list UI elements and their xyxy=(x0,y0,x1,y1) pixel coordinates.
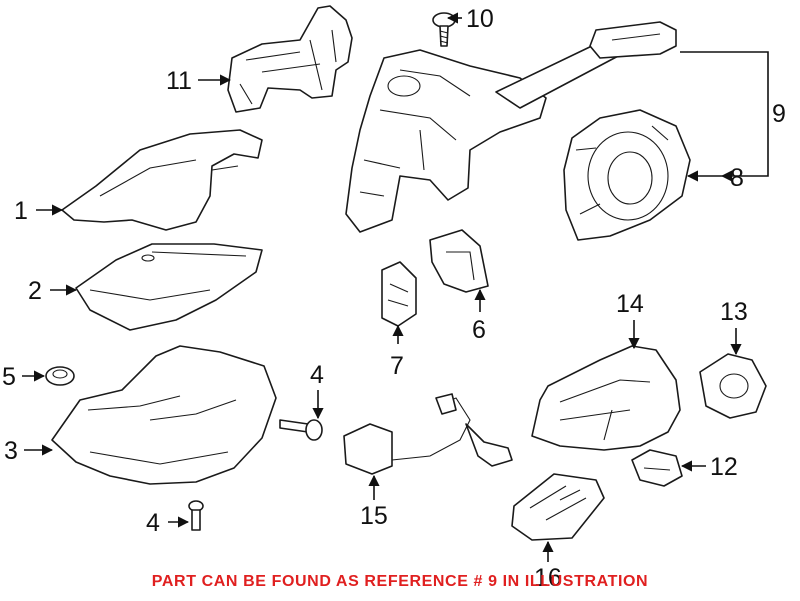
callout-14: 14 xyxy=(616,290,644,318)
part-13-lock-cylinder[interactable] xyxy=(699,353,767,419)
callout-11: 11 xyxy=(166,67,192,95)
callout-6: 6 xyxy=(472,316,486,344)
reference-note: PART CAN BE FOUND AS REFERENCE # 9 IN IL… xyxy=(151,573,649,590)
part-2-column-cover-panel[interactable] xyxy=(75,243,263,331)
part-8-clock-spring[interactable] xyxy=(563,109,691,241)
callout-13: 13 xyxy=(720,298,748,326)
callout-4-lower: 4 xyxy=(146,509,160,537)
callout-2: 2 xyxy=(28,277,42,305)
part-3-lower-column-cover[interactable] xyxy=(51,345,277,485)
callout-15: 15 xyxy=(360,502,388,530)
callout-8: 8 xyxy=(730,164,744,192)
part-6-switch-housing[interactable] xyxy=(429,229,489,293)
part-1-upper-column-cover[interactable] xyxy=(61,129,263,231)
part-14-ignition-lock-housing[interactable] xyxy=(531,345,681,451)
callout-3: 3 xyxy=(4,437,18,465)
part-16-control-module[interactable] xyxy=(511,473,605,541)
part-12-small-switch[interactable] xyxy=(631,449,683,487)
part-9-steering-column-switch[interactable] xyxy=(345,21,677,233)
callout-9: 9 xyxy=(772,100,786,128)
part-5-grommet[interactable] xyxy=(45,366,75,386)
callout-5: 5 xyxy=(2,363,16,391)
callout-10: 10 xyxy=(466,5,494,33)
callout-4-upper: 4 xyxy=(310,361,324,389)
part-4-screw-upper[interactable] xyxy=(279,419,323,441)
callout-1: 1 xyxy=(14,197,28,225)
callout-16: 16 xyxy=(534,564,562,592)
part-7-switch-plate[interactable] xyxy=(381,261,417,327)
part-4-screw-lower[interactable] xyxy=(188,500,204,531)
part-15-sensor-harness[interactable] xyxy=(343,393,513,475)
callout-7: 7 xyxy=(390,352,404,380)
part-11-bracket[interactable] xyxy=(227,5,353,113)
callout-leaders xyxy=(22,12,769,562)
callout-12: 12 xyxy=(710,453,738,481)
